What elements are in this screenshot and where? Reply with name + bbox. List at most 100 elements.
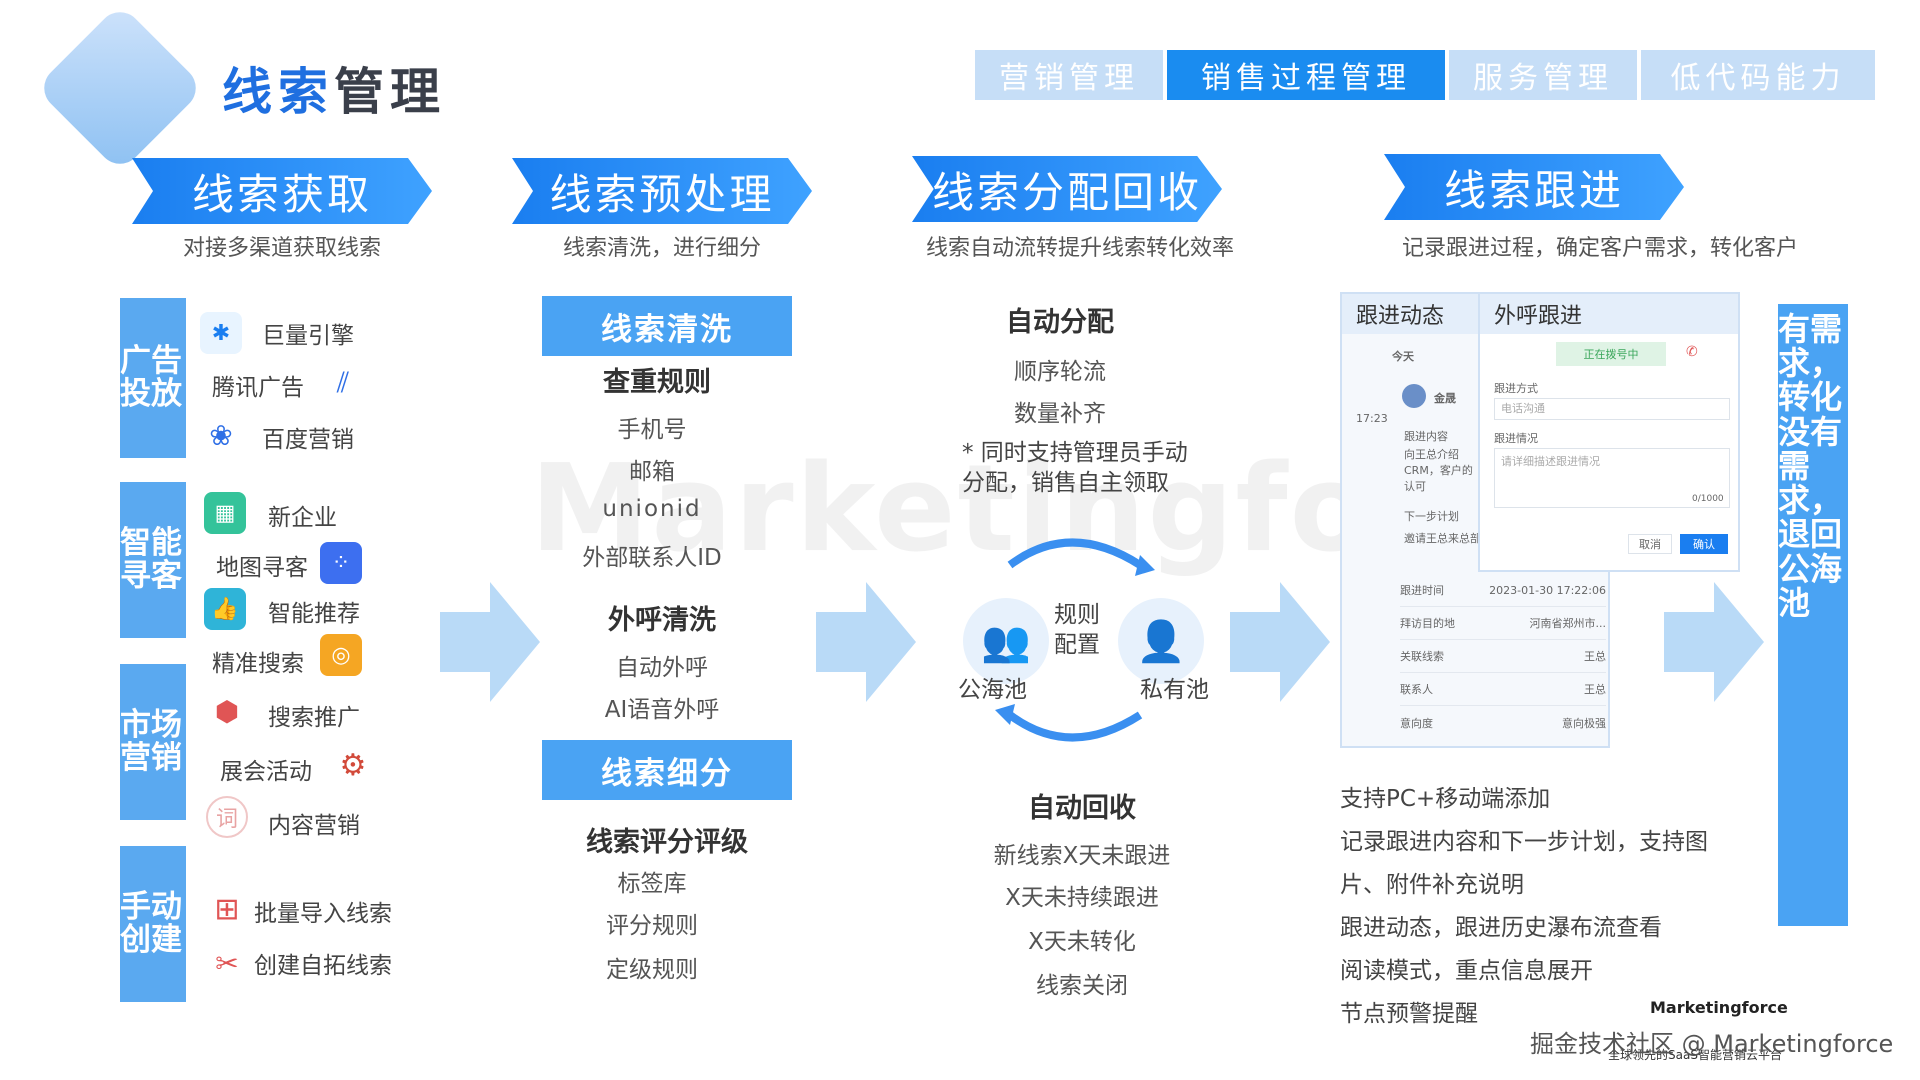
channel-label: 搜索推广 [268, 705, 360, 731]
method-label: 跟进方式 [1494, 382, 1538, 395]
desc-line: 节点预警提醒 [1340, 1001, 1478, 1027]
content-text: 向王总介绍CRM，客户的认可 [1404, 448, 1473, 493]
flow-arrow [440, 582, 540, 702]
footer-slogan: 全球领先的SaaS智能营销云平台 [1608, 1048, 1782, 1062]
precise-search-icon: ◎ [320, 634, 362, 676]
next-label: 下一步计划 [1404, 510, 1459, 523]
right-banner: 有需求，转化 没有需求，退回公海池 [1778, 304, 1848, 926]
private-pool-icon: 👤 [1118, 598, 1204, 684]
recycle-item: X天未持续跟进 [1005, 885, 1159, 911]
dedup-item: 手机号 [617, 417, 687, 443]
desc-line: 跟进动态，跟进历史瀑布流查看 [1340, 915, 1662, 941]
desc-line: 支持PC+移动端添加 [1340, 786, 1551, 812]
today-label: 今天 [1392, 350, 1414, 363]
call-item: 自动外呼 [616, 655, 708, 681]
logo-diamond [35, 3, 205, 173]
avatar [1402, 384, 1426, 408]
manual-assign-note: * 同时支持管理员手动分配，销售自主领取 [962, 440, 1188, 496]
public-pool-label: 公海池 [958, 677, 1027, 703]
stage-2-subtitle: 线索清洗，进行细分 [562, 236, 761, 261]
dedup-item: unionid [602, 496, 702, 522]
channel-label: 内容营销 [268, 813, 360, 839]
dedup-title: 查重规则 [603, 367, 711, 398]
exhibition-icon: ⚙ [332, 744, 374, 786]
channel-label: 精准搜索 [212, 651, 304, 677]
calling-status: 正在拨号中 [1556, 342, 1666, 366]
next-text: 邀请王总来总部 [1404, 532, 1481, 545]
call-item: AI语音外呼 [604, 697, 720, 723]
rule-config-label: 规则 配置 [1054, 602, 1100, 658]
field-row: 联系人王总 [1400, 673, 1606, 706]
channel-label: 智能推荐 [268, 601, 360, 627]
auto-recycle-title: 自动回收 [1028, 793, 1136, 824]
field-row: 拜访目的地河南省郑州市... [1400, 607, 1606, 640]
footer-brand: Marketingforce [1650, 998, 1788, 1017]
search-promo-icon: ⬢ [206, 690, 248, 732]
channel-label: 展会活动 [220, 759, 312, 785]
situation-label: 跟进情况 [1494, 432, 1538, 445]
flow-arrow [1230, 582, 1330, 702]
tab-service[interactable]: 服务管理 [1449, 50, 1637, 100]
assign-item: 数量补齐 [1014, 401, 1106, 427]
flow-arrow [816, 582, 916, 702]
channel-label: 巨量引擎 [262, 323, 354, 349]
group-manual: 手动创建 [120, 846, 186, 1002]
channel-label: 新企业 [268, 505, 337, 531]
stage-2-header: 线索预处理 [512, 158, 812, 224]
desc-line: 片、附件补充说明 [1340, 872, 1524, 898]
stage-3-header: 线索分配回收 [912, 156, 1222, 222]
private-pool-label: 私有池 [1140, 677, 1209, 703]
recycle-item: X天未转化 [1028, 929, 1136, 955]
call-panel: 外呼跟进 正在拨号中 ✆ 跟进方式 电话沟通 跟进情况 请详细描述跟进情况 0/… [1478, 292, 1740, 572]
group-smart-search: 智能寻客 [120, 482, 186, 638]
public-pool-icon: 👥 [963, 598, 1049, 684]
channel-label: 批量导入线索 [254, 901, 392, 927]
ocean-engine-icon: ✱ [200, 312, 242, 354]
tab-call[interactable]: 外呼跟进 [1480, 294, 1738, 334]
segment-box: 线索细分 [542, 740, 792, 800]
tab-sales-process[interactable]: 销售过程管理 [1167, 50, 1445, 100]
score-item: 定级规则 [606, 957, 698, 983]
footer-credit: 掘金技术社区 @ Marketingforce [1530, 1030, 1894, 1058]
smart-recommend-icon: 👍 [204, 588, 246, 630]
stage-4-subtitle: 记录跟进过程，确定客户需求，转化客户 [1401, 236, 1798, 261]
title-part2: 管理 [334, 63, 446, 121]
channel-label: 腾讯广告 [212, 375, 304, 401]
method-select[interactable]: 电话沟通 [1494, 398, 1730, 420]
stage-1-subtitle: 对接多渠道获取线索 [182, 236, 381, 261]
cancel-button[interactable]: 取消 [1628, 534, 1672, 554]
create-lead-icon: ✂ [206, 942, 248, 984]
cycle-arrows [995, 538, 1155, 742]
followup-descriptions: 支持PC+移动端添加 记录跟进内容和下一步计划，支持图 片、附件补充说明 跟进动… [1340, 778, 1760, 1036]
baidu-icon: ❀ [200, 414, 242, 456]
dedup-item: 外部联系人ID [582, 545, 722, 571]
confirm-button[interactable]: 确认 [1680, 534, 1728, 554]
assign-item: 顺序轮流 [1014, 359, 1106, 385]
auto-assign-title: 自动分配 [1006, 307, 1114, 338]
call-clean-title: 外呼清洗 [608, 605, 716, 636]
score-item: 评分规则 [606, 913, 698, 939]
title-part1: 线索 [222, 63, 334, 121]
desc-line: 阅读模式，重点信息展开 [1340, 958, 1593, 984]
desc-line: 记录跟进内容和下一步计划，支持图 [1340, 829, 1708, 855]
top-tabs: 营销管理 销售过程管理 服务管理 低代码能力 [975, 50, 1875, 100]
recycle-item: 线索关闭 [1036, 973, 1128, 999]
group-ads: 广告投放 [120, 298, 186, 458]
tencent-ads-icon: ⫽ [322, 362, 364, 404]
flow-arrow [1664, 582, 1764, 702]
situation-textarea[interactable]: 请详细描述跟进情况 [1494, 448, 1730, 508]
content-label: 跟进内容 [1404, 430, 1448, 443]
phone-icon[interactable]: ✆ [1686, 344, 1698, 360]
stage-1-header: 线索获取 [132, 158, 432, 224]
channel-label: 创建自拓线索 [254, 953, 392, 979]
tab-marketing[interactable]: 营销管理 [975, 50, 1163, 100]
field-row: 关联线索王总 [1400, 640, 1606, 673]
time-label: 17:23 [1356, 412, 1388, 425]
field-row: 意向度意向极强 [1400, 716, 1606, 730]
score-title: 线索评分评级 [586, 827, 748, 858]
tab-low-code[interactable]: 低代码能力 [1641, 50, 1875, 100]
map-search-icon: ⁘ [320, 542, 362, 584]
user-name: 金晟 [1434, 392, 1456, 405]
channel-label: 地图寻客 [216, 555, 308, 581]
